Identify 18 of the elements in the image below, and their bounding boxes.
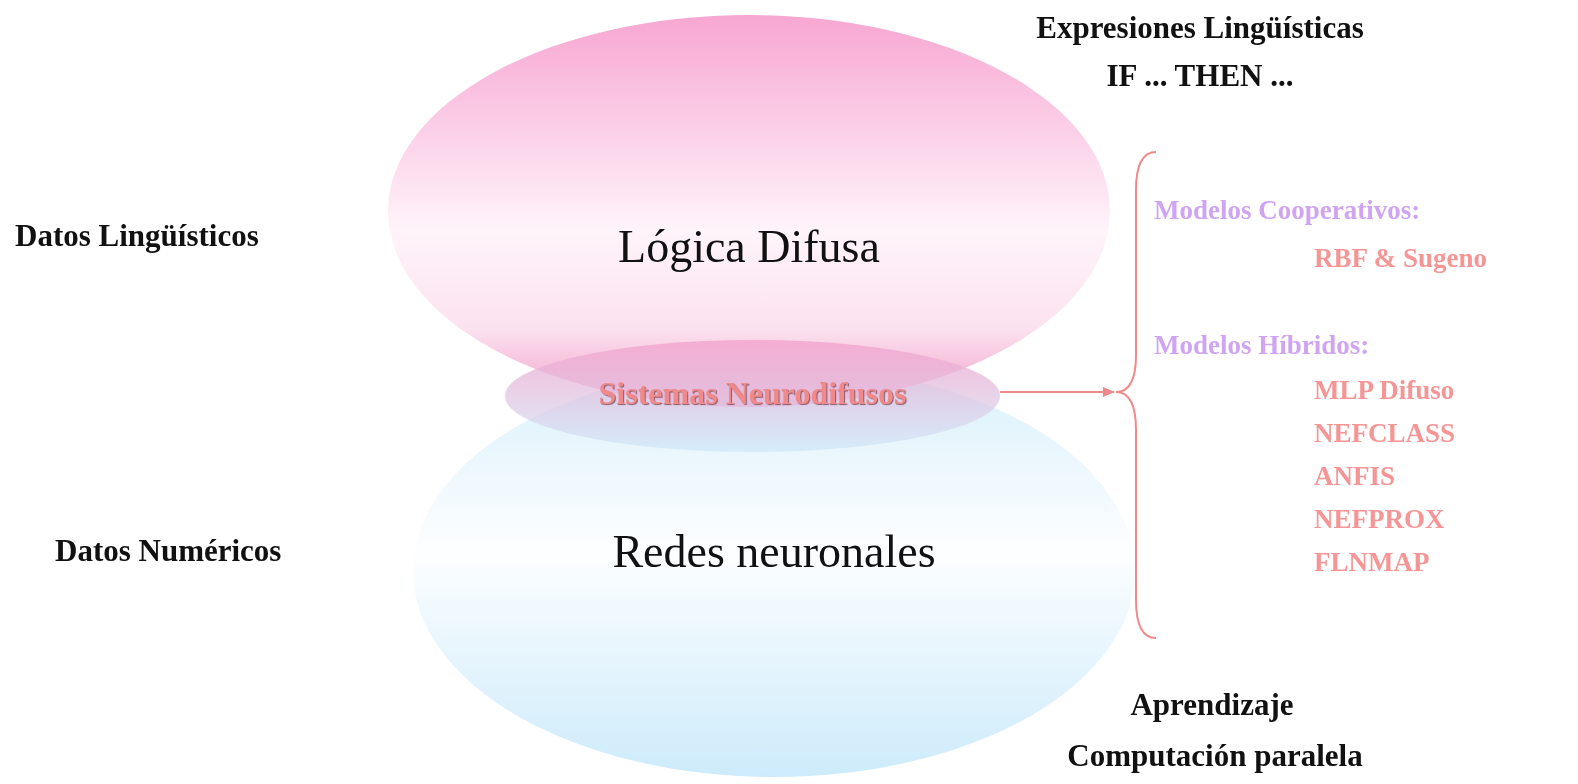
heading-text: IF ... THEN ...	[1106, 58, 1294, 94]
footer-text: Aprendizaje	[1130, 687, 1294, 723]
set-label: Redes neuronales	[611, 525, 937, 578]
model-name: FLNMAP	[1314, 547, 1430, 578]
set-label: Lógica Difusa	[617, 220, 881, 273]
group-heading: Modelos Cooperativos:	[1154, 195, 1421, 226]
heading-text: Expresiones Lingüísticas	[1036, 10, 1364, 46]
footer-text: Computación paralela	[1067, 738, 1363, 774]
model-name: ANFIS	[1314, 461, 1395, 492]
group-heading: Modelos Híbridos:	[1154, 330, 1370, 361]
set-label: Sistemas Neurodifusos	[597, 375, 908, 412]
side-label: Datos Numéricos	[55, 533, 282, 569]
model-name: RBF & Sugeno	[1314, 243, 1488, 274]
model-name: NEFPROX	[1314, 504, 1445, 535]
model-name: MLP Difuso	[1314, 375, 1455, 406]
side-label: Datos Lingüísticos	[15, 218, 259, 254]
model-name: NEFCLASS	[1314, 418, 1456, 449]
arrow	[999, 387, 1115, 397]
